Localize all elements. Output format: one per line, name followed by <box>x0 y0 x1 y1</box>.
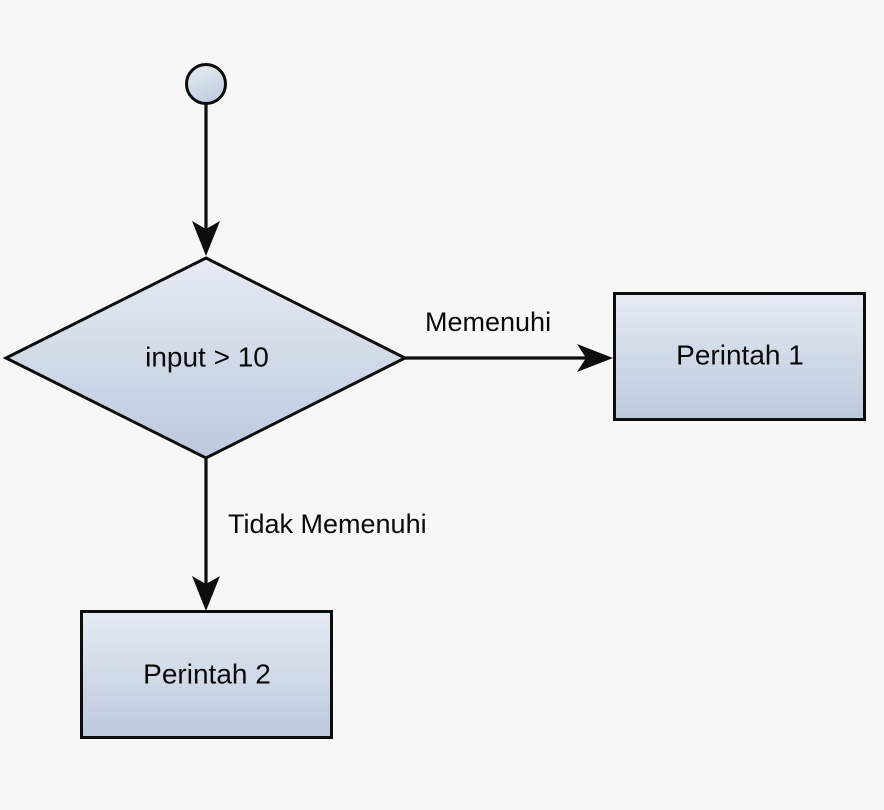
process-node-perintah-1-label: Perintah 1 <box>676 339 804 370</box>
arrowhead-right-to-process1 <box>577 344 613 372</box>
process-node-perintah-2-rect[interactable] <box>80 610 333 739</box>
start-node[interactable] <box>185 63 227 105</box>
decision-node[interactable]: input > 10 <box>2 256 409 460</box>
edge-decision-to-process1 <box>405 344 613 372</box>
edge-label-tidak-memenuhi: Tidak Memenuhi <box>228 509 427 539</box>
start-node-circle[interactable] <box>185 63 227 105</box>
decision-node-label: input > 10 <box>145 341 269 372</box>
edge-decision-to-process2 <box>192 458 220 611</box>
decision-node-diamond[interactable] <box>2 256 409 460</box>
edge-start-to-decision <box>192 104 220 256</box>
arrowhead-down-to-process2 <box>192 576 220 611</box>
edge-label-memenuhi: Memenuhi <box>425 307 551 337</box>
arrowhead-down-to-decision <box>192 221 220 256</box>
process-node-perintah-1-rect[interactable] <box>613 292 866 421</box>
process-node-perintah-2-label: Perintah 2 <box>143 658 271 689</box>
process-node-perintah-2[interactable]: Perintah 2 <box>80 610 333 739</box>
process-node-perintah-1[interactable]: Perintah 1 <box>613 292 866 421</box>
